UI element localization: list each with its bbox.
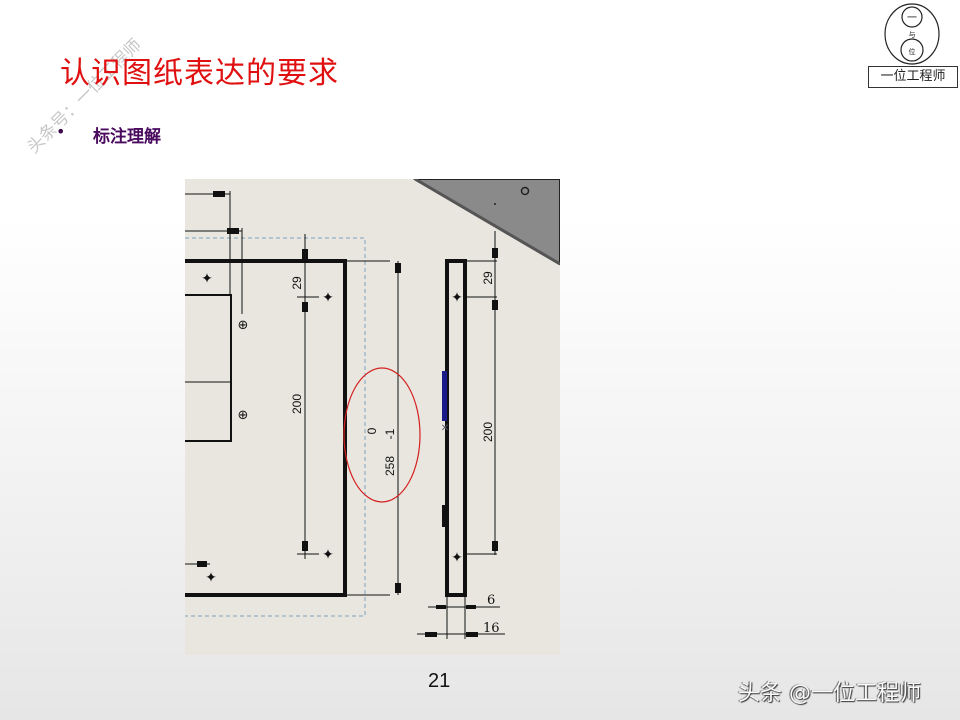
svg-text:⊕: ⊕ (238, 318, 249, 333)
engineering-drawing: ✦ ⊕ ⊕ ✦ ✦ ✦ 29 200 258 0 -1 ✕ ✦ ✦ (185, 179, 560, 655)
highlight-ellipse (343, 367, 421, 503)
bullet-marker: • (56, 122, 66, 141)
hole-icon (520, 186, 530, 196)
svg-text:✦: ✦ (205, 570, 217, 586)
dim-right-29: 29 (481, 271, 495, 285)
bullet-text: 标注理解 (93, 127, 161, 147)
dim-tol-upper: 0 (365, 427, 379, 434)
drawing-canvas: ✦ ⊕ ⊕ ✦ ✦ ✦ 29 200 258 0 -1 ✕ ✦ ✦ (185, 179, 560, 639)
dim-left-200: 200 (290, 394, 304, 414)
footer-watermark: 头条 @一位工程师 (738, 681, 921, 706)
svg-text:⊕: ⊕ (238, 408, 249, 423)
slide-title: 认识图纸表达的要求 (60, 56, 339, 91)
svg-text:✦: ✦ (322, 290, 334, 306)
logo-middle-char: 与 (909, 31, 916, 39)
dim-right-200: 200 (481, 422, 495, 442)
svg-text:✦: ✦ (451, 550, 463, 566)
dim-tol-lower: -1 (383, 428, 397, 439)
logo-label: 一位工程师 (868, 66, 958, 88)
logo-icon: 一 与 位 (884, 3, 940, 65)
svg-text:✕: ✕ (441, 423, 449, 434)
dim-thickness-16: 16 (483, 621, 500, 636)
dim-overall-258: 258 (383, 456, 397, 476)
page-number: 21 (428, 670, 451, 692)
dim-left-29: 29 (290, 276, 304, 290)
dim-thickness-6: 6 (487, 593, 495, 608)
logo-bottom-char: 位 (909, 47, 916, 56)
svg-text:✦: ✦ (322, 547, 334, 563)
svg-text:✦: ✦ (201, 271, 213, 287)
logo-top-char: 一 (907, 13, 917, 24)
svg-text:✦: ✦ (451, 290, 463, 306)
